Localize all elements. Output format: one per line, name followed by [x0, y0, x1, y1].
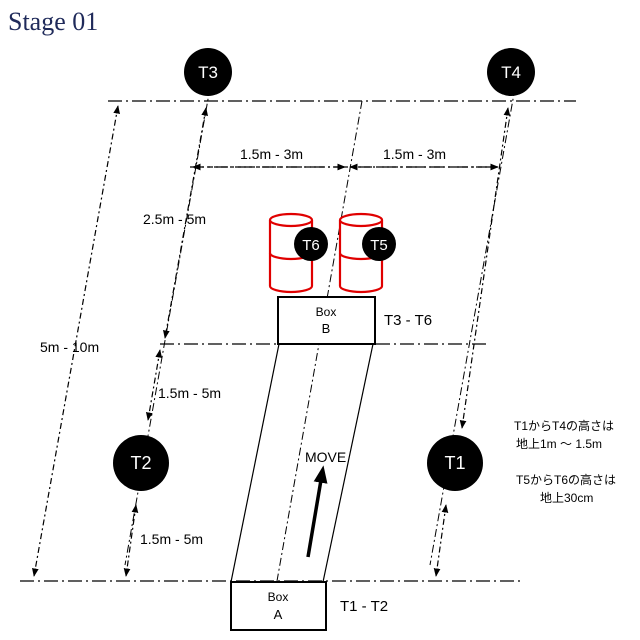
note-line-1: T1からT4の高さは	[514, 418, 614, 433]
dim-label-overall: 5m - 10m	[40, 339, 99, 355]
dim-arrow-t3-box-b	[163, 107, 208, 339]
target-t3: T3	[184, 48, 232, 96]
box-a-label: Box	[268, 590, 289, 604]
target-t2-label: T2	[130, 453, 151, 473]
dim-label-t2-box-a: 1.5m - 5m	[140, 531, 203, 547]
target-t4: T4	[487, 48, 535, 96]
box-a-range: T1 - T2	[340, 598, 388, 615]
box-b: Box B	[277, 296, 376, 345]
dim-label-box-b-t2: 1.5m - 5m	[158, 385, 221, 401]
target-t6-label: T6	[302, 237, 320, 254]
dim-arrow-overall	[32, 105, 120, 577]
dim-arrow-right-upper	[459, 107, 511, 429]
note-line-3: T5からT6の高さは	[516, 472, 616, 487]
move-arrow	[306, 465, 328, 558]
target-t3-label: T3	[198, 63, 218, 82]
dim-label-top-left: 1.5m - 3m	[240, 146, 303, 162]
target-t1-label: T1	[444, 453, 465, 473]
target-t6: T6	[294, 227, 328, 261]
note-line-2: 地上1m ～ 1.5m	[516, 437, 602, 451]
target-t4-label: T4	[501, 63, 521, 82]
box-b-range: T3 - T6	[384, 312, 432, 329]
dim-arrow-box-b-t2	[145, 349, 163, 421]
box-b-letter: B	[322, 321, 331, 336]
box-a: Box A	[230, 581, 327, 631]
move-label: MOVE	[305, 449, 346, 465]
target-t2: T2	[113, 435, 169, 491]
page-title: Stage 01	[8, 7, 98, 36]
note-line-4: 地上30cm	[540, 491, 593, 505]
dim-arrow-right-lower	[433, 504, 449, 577]
target-t5-label: T5	[370, 237, 388, 254]
travel-path	[230, 343, 374, 583]
target-t1: T1	[427, 435, 483, 491]
box-b-label: Box	[316, 305, 337, 319]
dim-label-top-right: 1.5m - 3m	[383, 146, 446, 162]
box-a-letter: A	[274, 607, 283, 622]
dim-label-t3-box-b: 2.5m - 5m	[143, 211, 206, 227]
dim-arrow-t2-box-a	[123, 504, 139, 577]
target-t5: T5	[362, 227, 396, 261]
